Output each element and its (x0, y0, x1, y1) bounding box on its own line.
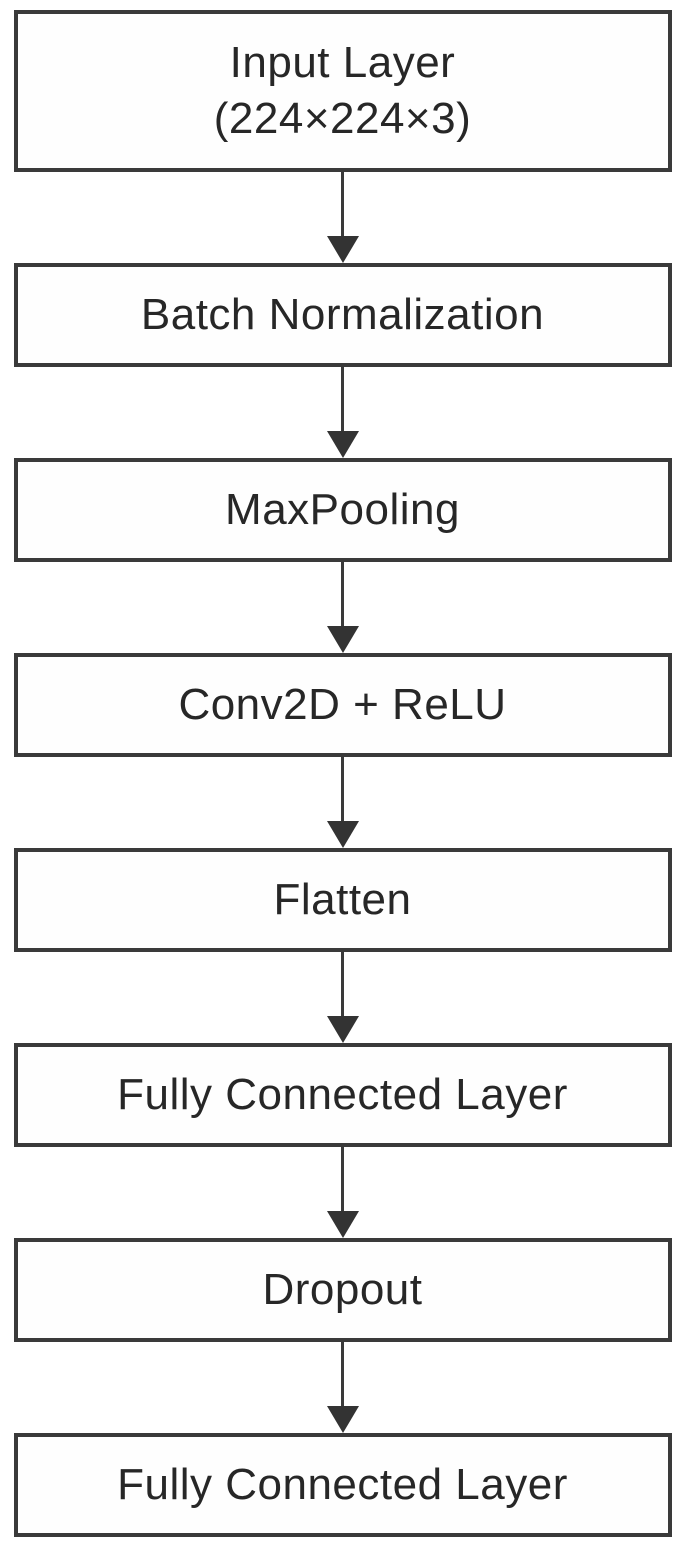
arrow-connector (326, 952, 359, 1043)
arrow-line (341, 172, 344, 236)
arrow-line (341, 757, 344, 821)
flow-node-conv2d-relu: Conv2D + ReLU (13, 653, 672, 757)
flow-node-flatten: Flatten (13, 848, 672, 952)
flow-node-batch-normalization: Batch Normalization (13, 263, 672, 367)
flow-node-dropout: Dropout (13, 1238, 672, 1342)
node-label: Fully Connected Layer (117, 1459, 568, 1509)
arrow-connector (326, 172, 359, 263)
arrow-down-icon (326, 1211, 359, 1238)
arrow-down-icon (326, 236, 359, 263)
arrow-line (341, 1342, 344, 1406)
flow-node-maxpooling: MaxPooling (13, 458, 672, 562)
arrow-down-icon (326, 1016, 359, 1043)
arrow-down-icon (326, 431, 359, 458)
flow-node-fully-connected-1: Fully Connected Layer (13, 1043, 672, 1147)
node-sublabel: (224×224×3) (213, 94, 472, 143)
node-label: Batch Normalization (140, 289, 545, 339)
arrow-connector (326, 1342, 359, 1433)
arrow-line (341, 562, 344, 626)
arrow-line (341, 1147, 344, 1211)
arrow-down-icon (326, 626, 359, 653)
arrow-connector (326, 757, 359, 848)
node-label: Conv2D + ReLU (178, 679, 507, 729)
arrow-connector (326, 367, 359, 458)
node-label: MaxPooling (225, 484, 460, 534)
node-label: Dropout (262, 1264, 423, 1314)
flow-node-input-layer: Input Layer (224×224×3) (13, 10, 672, 172)
arrow-down-icon (326, 1406, 359, 1433)
arrow-down-icon (326, 821, 359, 848)
node-label: Input Layer (229, 37, 456, 87)
node-label: Fully Connected Layer (117, 1069, 568, 1119)
arrow-line (341, 367, 344, 431)
arrow-line (341, 952, 344, 1016)
arrow-connector (326, 562, 359, 653)
arrow-connector (326, 1147, 359, 1238)
node-label: Flatten (273, 874, 412, 924)
flow-node-fully-connected-2: Fully Connected Layer (13, 1433, 672, 1537)
